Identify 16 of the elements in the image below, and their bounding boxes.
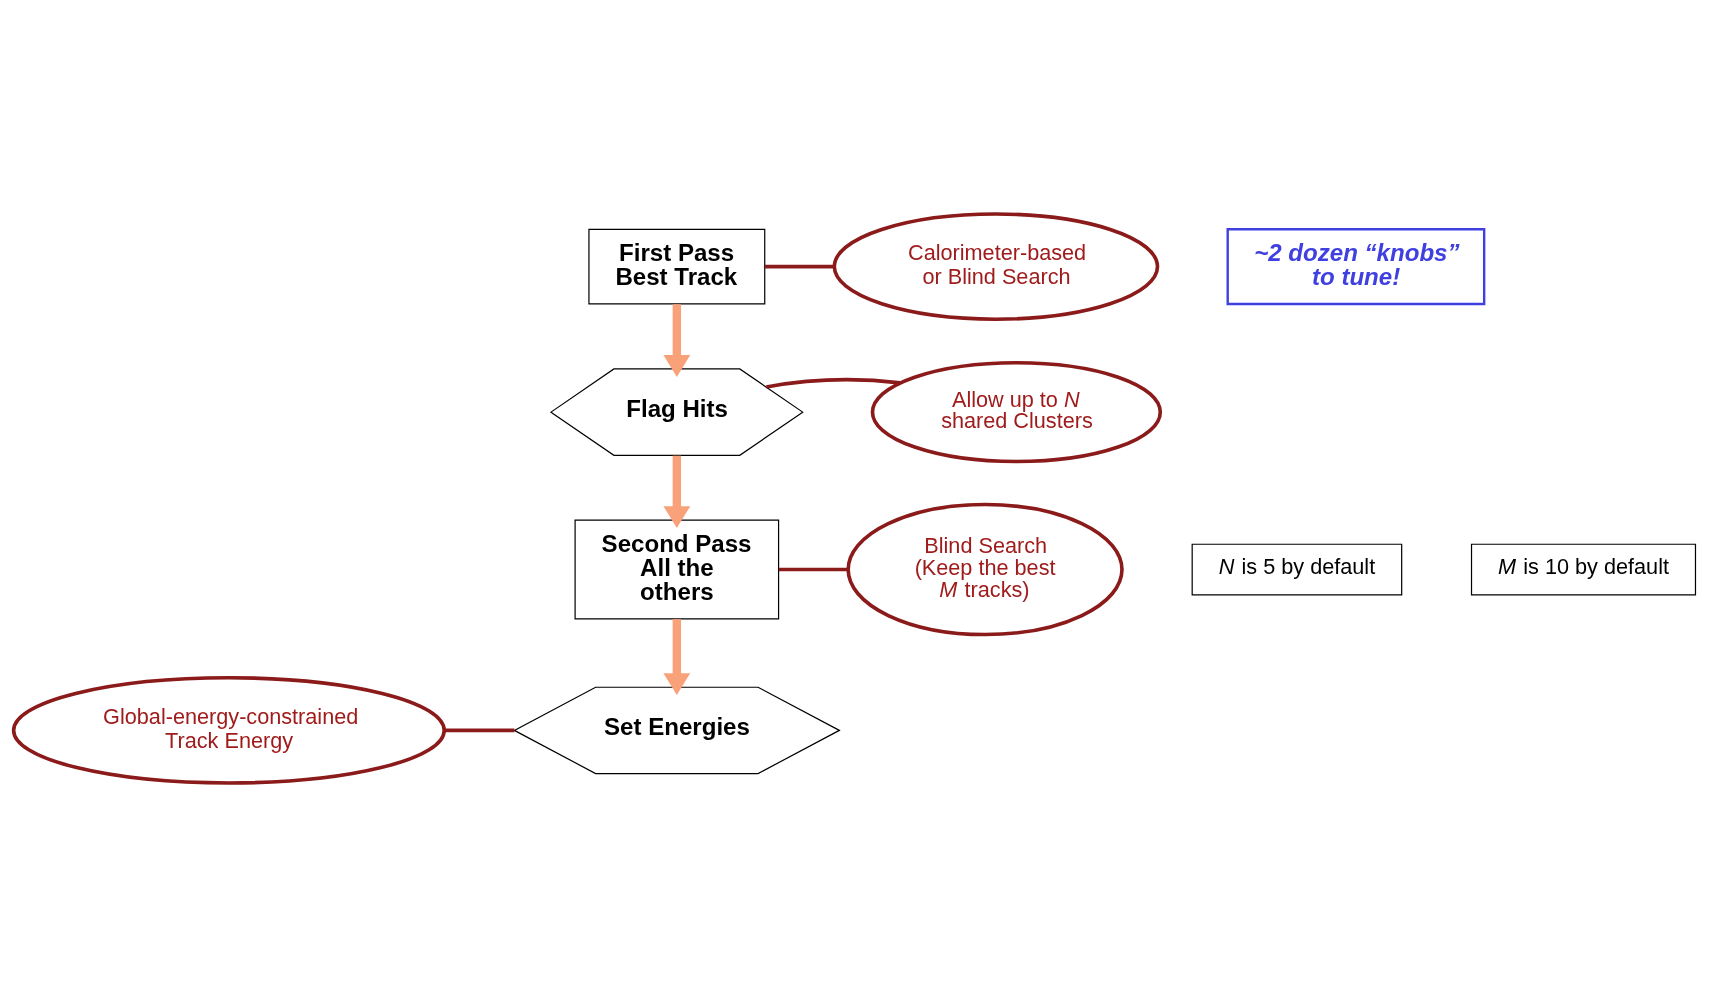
connector xyxy=(778,567,848,572)
node-ellipse: Allow up to N shared Clusters xyxy=(870,360,1163,464)
connector xyxy=(444,728,515,733)
arrow xyxy=(663,304,691,377)
node-ellipse: Global-energy-constrained Track Energy xyxy=(11,676,446,785)
arrow xyxy=(663,455,691,529)
node-box: N is 5 by default xyxy=(1191,543,1403,596)
node-ellipse: Blind Search (Keep the best M tracks) xyxy=(846,502,1124,637)
connector xyxy=(766,377,901,389)
node-box: M is 10 by default xyxy=(1470,543,1697,596)
node-ellipse: Calorimeter-based or Blind Search xyxy=(832,212,1160,321)
node-box: ~2 dozen “knobs” to tune! xyxy=(1226,228,1486,306)
connector xyxy=(765,264,834,269)
node-box: Second Pass All the others xyxy=(574,519,780,620)
arrow xyxy=(663,619,691,696)
node-box: First Pass Best Track xyxy=(588,228,766,305)
